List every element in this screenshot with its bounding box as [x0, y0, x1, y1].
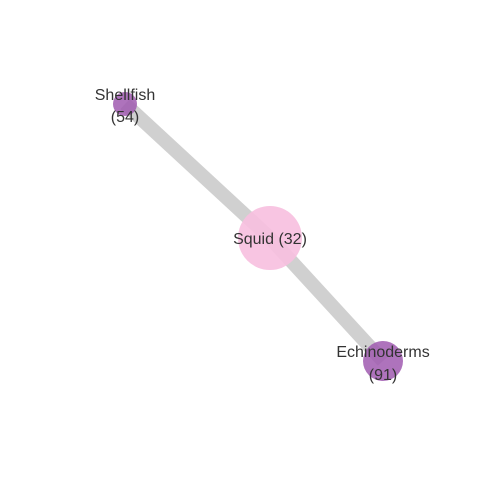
label-echinoderms-name: Echinoderms: [336, 344, 429, 361]
node-shellfish[interactable]: [113, 92, 137, 116]
label-shellfish-name: Shellfish: [95, 87, 155, 104]
node-echinoderms[interactable]: [363, 341, 403, 381]
edge-shellfish-squid: [120, 98, 275, 244]
label-squid: Squid (32): [233, 231, 307, 248]
node-squid[interactable]: [238, 206, 302, 270]
label-shellfish-value: (54): [111, 109, 139, 126]
label-echinoderms-value: (91): [369, 367, 397, 384]
